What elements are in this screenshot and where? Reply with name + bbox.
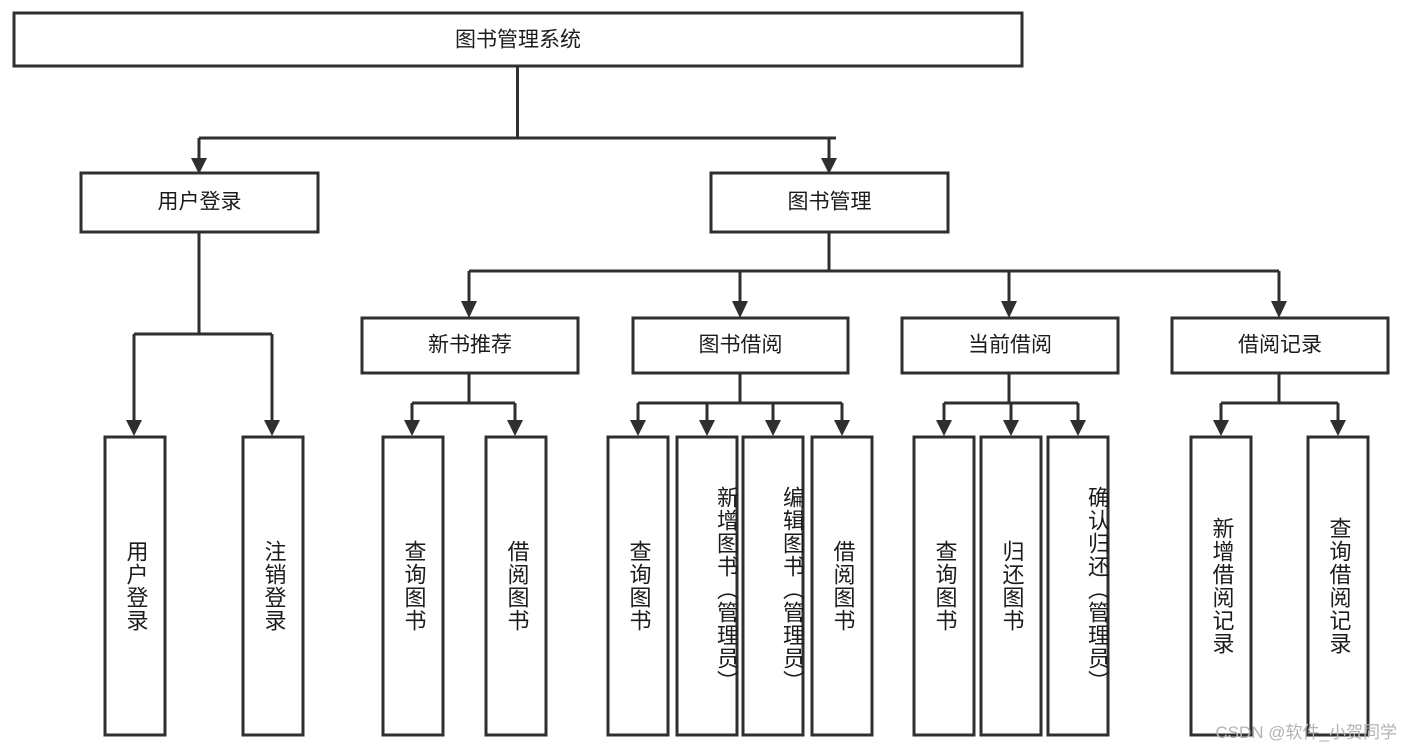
node-book-manage-label: 图书管理 [788,191,872,214]
node-new-book-recommend-label: 新书推荐 [428,334,512,357]
arrow-leaf-add-record [1213,420,1229,436]
node-leaf-borrow-book-2[interactable] [810,435,874,737]
node-leaf-query-book-1[interactable] [381,435,445,737]
node-user-login-label: 用户登录 [158,191,242,214]
node-leaf-query-record[interactable] [1306,435,1370,737]
node-borrow-record-label: 借阅记录 [1238,334,1322,357]
node-leaf-confirm-return[interactable] [1046,435,1110,737]
node-current-borrow[interactable] [900,316,1120,375]
node-leaf-add-record[interactable] [1189,435,1253,737]
node-leaf-query-book-2[interactable] [606,435,670,737]
arrow-leaf-confirm-return [1070,420,1086,436]
node-root-label: 图书管理系统 [455,29,581,52]
node-borrow-record[interactable] [1170,316,1390,375]
node-leaf-user-login[interactable] [103,435,167,737]
node-leaf-edit-book[interactable] [741,435,805,737]
arrow-leaf-query-book-2 [630,420,646,436]
csdn-watermark: CSDN @软件_小贺同学 [1215,723,1397,742]
node-book-manage[interactable] [709,171,950,234]
arrow-leaf-query-record [1330,420,1346,436]
arrow-leaf-edit-book [765,420,781,436]
node-leaf-borrow-book-1[interactable] [484,435,548,737]
arrow-current-borrow [1001,301,1017,318]
arrow-leaf-user-login [126,420,142,436]
node-book-borrow-label: 图书借阅 [699,334,783,357]
arrow-leaf-logout-login [264,420,280,436]
arrow-leaf-borrow-book-1 [507,420,523,436]
arrow-borrow-record [1271,301,1287,318]
edges-layer [126,66,1346,436]
arrow-book-manage [821,158,837,174]
node-leaf-return-book[interactable] [979,435,1043,737]
node-leaf-logout-login[interactable] [241,435,305,737]
node-new-book-recommend[interactable] [360,316,580,375]
arrow-leaf-add-book [699,420,715,436]
node-user-login[interactable] [79,171,320,234]
node-leaf-query-book-3[interactable] [912,435,976,737]
arrow-user-login [191,158,207,174]
arrow-leaf-borrow-book-2 [834,420,850,436]
arrow-leaf-query-book-3 [936,420,952,436]
node-leaf-add-book[interactable] [675,435,739,737]
arrow-new-book-recommend [461,301,477,318]
node-book-borrow[interactable] [631,316,850,375]
arrow-leaf-return-book [1003,420,1019,436]
arrow-book-borrow [732,301,748,318]
arrow-leaf-query-book-1 [404,420,420,436]
node-current-borrow-label: 当前借阅 [968,334,1052,357]
nodes-layer: 图书管理系统 用户登录 图书管理 新书推荐 图书借阅 当前借阅 借阅记录 [12,11,1390,737]
node-root[interactable] [12,11,1024,68]
